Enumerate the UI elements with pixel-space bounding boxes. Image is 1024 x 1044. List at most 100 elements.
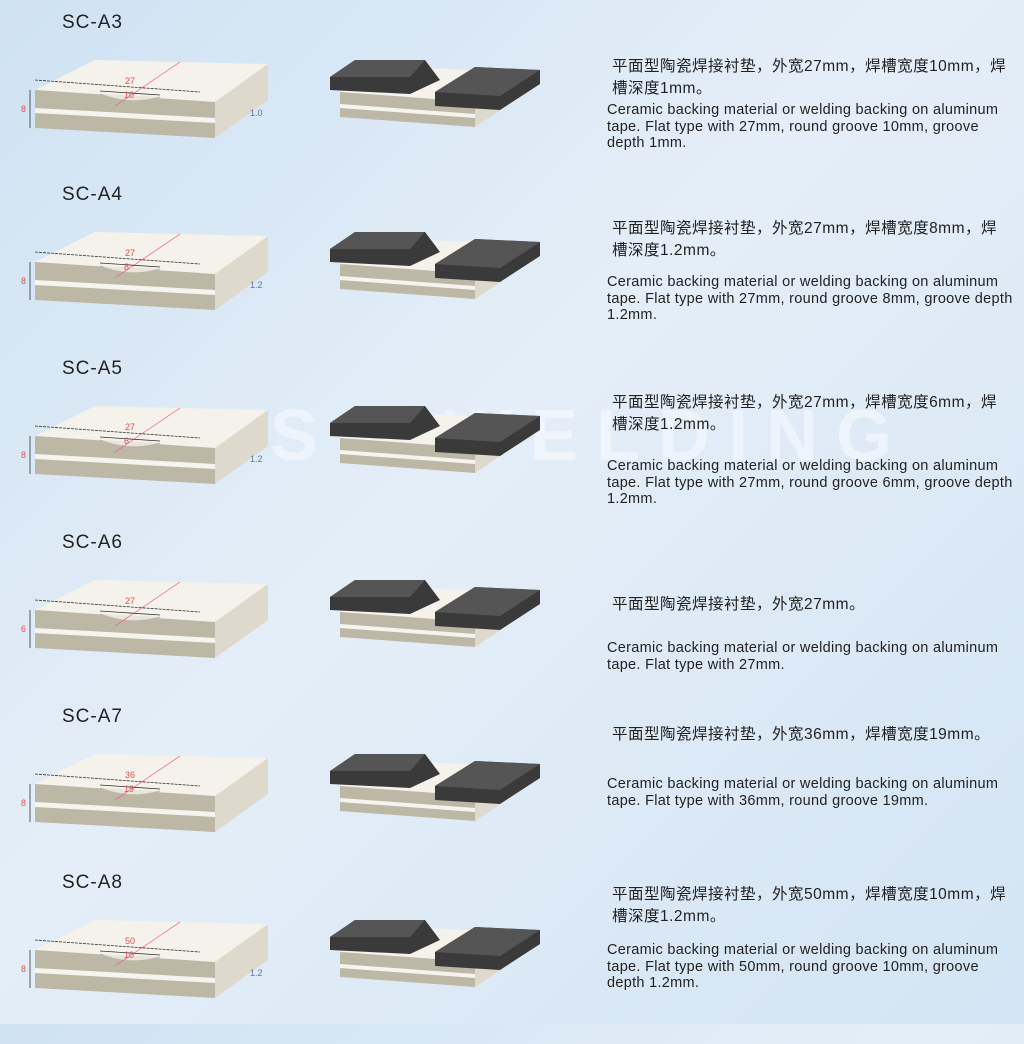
tape-left-top — [330, 232, 425, 249]
description-english: Ceramic backing material or welding back… — [607, 942, 999, 991]
centerline — [114, 407, 181, 453]
width-dimension — [34, 599, 201, 613]
depth-label: 1.2 — [250, 454, 263, 464]
description-chinese: 平面型陶瓷焊接衬垫，外宽50mm，焊槽宽度10mm，焊槽深度1.2mm。 — [612, 886, 1007, 925]
slab-side — [215, 758, 268, 832]
ceramic-stripe — [340, 104, 475, 118]
centerline — [114, 755, 181, 801]
groove — [99, 439, 161, 448]
groove-label: 10 — [124, 950, 134, 960]
depth-label: 1.0 — [250, 108, 263, 118]
description-chinese: 平面型陶瓷焊接衬垫，外宽27mm，焊槽宽度8mm，焊槽深度1.2mm。 — [612, 220, 998, 259]
width-dimension — [34, 425, 201, 439]
height-label: 6 — [21, 624, 26, 634]
depth-label: 1.2 — [250, 968, 263, 978]
ceramic-stripe — [340, 276, 475, 290]
slab-side — [215, 584, 268, 658]
groove — [99, 613, 161, 622]
height-label: 8 — [21, 450, 26, 460]
groove-label: 8 — [124, 262, 129, 272]
tape-stripe — [35, 968, 215, 983]
dimension-drawing: 27 6 — [21, 580, 268, 658]
centerline — [114, 921, 181, 967]
description-english: Ceramic backing material or welding back… — [607, 274, 1013, 323]
product-code: SC-A3 — [62, 12, 123, 33]
tape-left-top — [330, 920, 425, 937]
description-chinese: 平面型陶瓷焊接衬垫，外宽36mm，焊槽宽度19mm。 — [612, 726, 991, 743]
product-image — [330, 754, 540, 821]
product-image — [330, 580, 540, 647]
width-dimension — [34, 79, 201, 93]
groove-dimension — [99, 90, 161, 96]
description-chinese: 平面型陶瓷焊接衬垫，外宽27mm，焊槽宽度10mm，焊槽深度1mm。 — [612, 58, 1007, 97]
tape-left-top — [330, 406, 425, 423]
groove — [99, 265, 161, 274]
product-row: SC-A3 27 10 8 1.0 — [0, 12, 1024, 184]
width-label: 36 — [125, 770, 135, 780]
tape-stripe — [35, 628, 215, 643]
product-image — [330, 60, 540, 127]
slab-side — [215, 64, 268, 138]
slab-side — [215, 410, 268, 484]
dimension-drawing: 36 19 8 — [21, 754, 268, 832]
groove-dimension — [99, 610, 161, 616]
groove-label: 19 — [124, 784, 134, 794]
ceramic-stripe — [340, 624, 475, 638]
description-chinese: 平面型陶瓷焊接衬垫，外宽27mm。 — [612, 596, 866, 613]
tape-right-top — [435, 413, 540, 442]
tape-stripe — [35, 454, 215, 469]
width-label: 27 — [125, 596, 135, 606]
width-label: 27 — [125, 76, 135, 86]
product-row: SC-A8 50 10 8 1.2 — [0, 872, 1024, 1044]
ceramic-stripe — [340, 450, 475, 464]
tape-right-top — [435, 927, 540, 956]
groove-label: 10 — [124, 90, 134, 100]
height-label: 8 — [21, 104, 26, 114]
groove-dimension — [99, 784, 161, 790]
product-row: SC-A7 36 19 8 — [0, 706, 1024, 878]
ceramic-stripe — [340, 964, 475, 978]
centerline — [114, 233, 181, 279]
description-english: Ceramic backing material or welding back… — [607, 102, 999, 151]
tape-right-top — [435, 239, 540, 268]
tape-right-top — [435, 67, 540, 96]
product-code: SC-A7 — [62, 706, 123, 727]
height-label: 8 — [21, 964, 26, 974]
product-row: SC-A4 27 8 8 1.2 — [0, 184, 1024, 356]
tape-right-top — [435, 587, 540, 616]
ceramic-stripe — [340, 798, 475, 812]
height-label: 8 — [21, 276, 26, 286]
description-english: Ceramic backing material or welding back… — [607, 458, 1013, 507]
product-image — [330, 406, 540, 473]
product-image — [330, 232, 540, 299]
dimension-drawing: 27 8 8 1.2 — [21, 232, 268, 310]
centerline — [114, 61, 181, 107]
width-label: 27 — [125, 248, 135, 258]
tape-left-top — [330, 60, 425, 77]
groove — [99, 93, 161, 102]
product-image — [330, 920, 540, 987]
product-code: SC-A5 — [62, 358, 123, 379]
groove — [99, 787, 161, 796]
centerline — [114, 581, 181, 627]
tape-stripe — [35, 802, 215, 817]
dimension-drawing: 27 6 8 1.2 — [21, 406, 268, 484]
product-row: SC-A5 27 6 8 1.2 — [0, 358, 1024, 530]
width-dimension — [34, 773, 201, 787]
groove-dimension — [99, 950, 161, 956]
width-label: 27 — [125, 422, 135, 432]
description-english: Ceramic backing material or welding back… — [607, 776, 999, 809]
depth-label: 1.2 — [250, 280, 263, 290]
groove-dimension — [99, 262, 161, 268]
groove — [99, 953, 161, 962]
dimension-drawing: 27 10 8 1.0 — [21, 60, 268, 138]
groove-label: 6 — [124, 436, 129, 446]
height-label: 8 — [21, 798, 26, 808]
product-code: SC-A6 — [62, 532, 123, 553]
slab-side — [215, 236, 268, 310]
slab-side — [215, 924, 268, 998]
product-code: SC-A4 — [62, 184, 123, 205]
description-chinese: 平面型陶瓷焊接衬垫，外宽27mm，焊槽宽度6mm，焊槽深度1.2mm。 — [612, 394, 998, 433]
width-label: 50 — [125, 936, 135, 946]
description-english: Ceramic backing material or welding back… — [607, 640, 999, 673]
